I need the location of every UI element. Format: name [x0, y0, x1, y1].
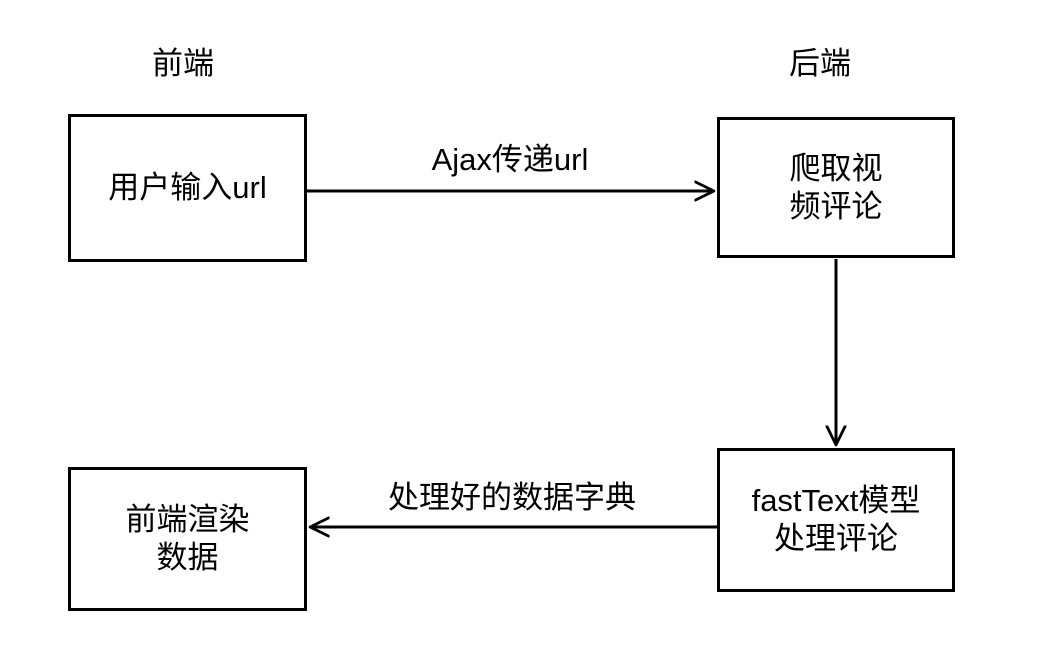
- node-crawl-comments[interactable]: 爬取视 频评论: [717, 117, 955, 258]
- node-input-url[interactable]: 用户输入url: [68, 114, 307, 262]
- edge-label-input-to-crawl: Ajax传递url: [431, 142, 589, 177]
- node-fasttext-model[interactable]: fastText模型 处理评论: [717, 448, 955, 592]
- node-render-data[interactable]: 前端渲染 数据: [68, 467, 307, 611]
- edge-label-model-to-render: 处理好的数据字典: [388, 480, 636, 515]
- lane-title-frontend: 前端: [152, 46, 214, 81]
- lane-title-backend: 后端: [789, 46, 851, 81]
